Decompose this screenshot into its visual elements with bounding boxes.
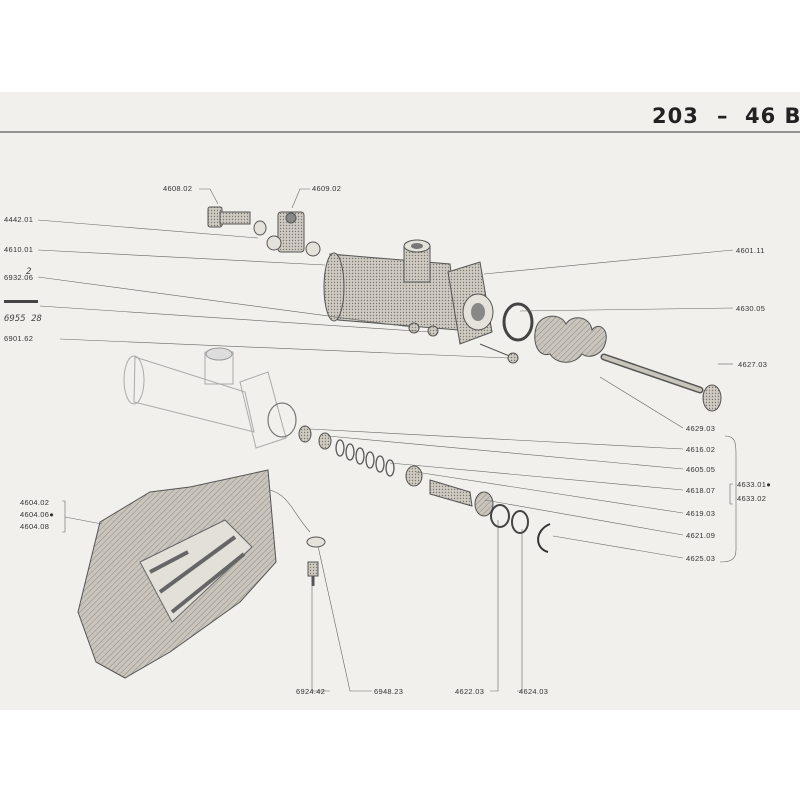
label-4624-03: 4624.03 — [519, 687, 548, 696]
label-4618-07: 4618.07 — [686, 486, 715, 495]
label-4601-11: 4601.11 — [736, 246, 765, 255]
rubber-boot — [534, 315, 607, 363]
label-4625-03: 4625.03 — [686, 554, 715, 563]
handwritten-note-b: 6955 28 — [4, 314, 42, 324]
label-4605-05: 4605.05 — [686, 465, 715, 474]
strikethrough-mark — [4, 300, 38, 303]
label-4608-02: 4608.02 — [163, 184, 192, 193]
label-6901-62: 6901.62 — [4, 334, 33, 343]
label-4610-01: 4610.01 — [4, 245, 33, 254]
header-code: 203 — [652, 104, 699, 128]
leader-lines — [37, 188, 737, 692]
label-4633-01: 4633.01● — [737, 480, 771, 489]
label-4442-01: 4442.01 — [4, 215, 33, 224]
label-4630-05: 4630.05 — [736, 304, 765, 313]
ring-clip — [502, 302, 534, 342]
header-plate: 46 B — [745, 104, 800, 128]
label-4621-09: 4621.09 — [686, 531, 715, 540]
label-4619-03: 4619.03 — [686, 509, 715, 518]
push-rod — [600, 353, 722, 412]
label-4629-03: 4629.03 — [686, 424, 715, 433]
label-4622-03: 4622.03 — [455, 687, 484, 696]
label-6924-42: 6924.42 — [296, 687, 325, 696]
catalog-sheet: 203 – 46 B — [0, 92, 800, 710]
header-dash: – — [717, 104, 729, 128]
banjo-fitting — [266, 211, 321, 257]
exploded-parts-diagram: 203 – 46 B — [0, 104, 800, 696]
handwritten-note-a: 2 — [26, 267, 31, 277]
label-4633-02: 4633.02 — [737, 494, 766, 503]
label-6932-06: 6932.06 — [4, 273, 33, 282]
cylinder-outline — [123, 347, 297, 449]
banjo-bolt — [207, 206, 267, 236]
master-cylinder-body — [323, 239, 494, 345]
internal-parts — [298, 425, 551, 553]
label-4604-08: 4604.08 — [20, 522, 49, 531]
mounting-bolt — [306, 536, 326, 586]
label-4616-02: 4616.02 — [686, 445, 715, 454]
label-4604-02: 4604.02 — [20, 498, 49, 507]
label-6948-23: 6948.23 — [374, 687, 403, 696]
label-4609-02: 4609.02 — [312, 184, 341, 193]
label-4627-03: 4627.03 — [738, 360, 767, 369]
heat-shield — [77, 469, 277, 679]
label-4604-06: 4604.06● — [20, 510, 54, 519]
